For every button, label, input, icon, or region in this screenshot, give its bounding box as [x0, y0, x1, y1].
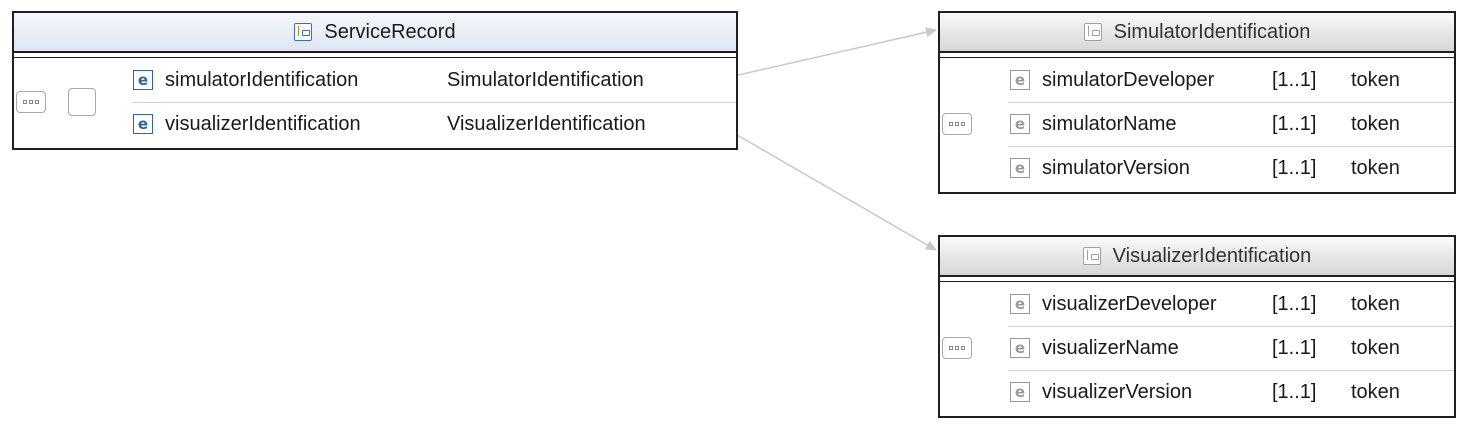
element-icon: e	[133, 114, 153, 134]
element-icon: e	[133, 70, 153, 90]
row-separator	[1008, 326, 1454, 327]
simulator-identification-header[interactable]: SimulatorIdentification	[940, 13, 1454, 53]
element-name: visualizerDeveloper	[1042, 292, 1217, 315]
arrow-visualizer	[724, 127, 937, 251]
row-separator	[1008, 102, 1454, 103]
simulator-identification-title: SimulatorIdentification	[1113, 20, 1311, 43]
choice-compositor-icon[interactable]	[68, 88, 96, 116]
visualizer-identification-header[interactable]: VisualizerIdentification	[940, 237, 1454, 277]
element-icon: e	[1010, 294, 1030, 314]
element-cardinality: [1..1]	[1272, 326, 1316, 370]
sequence-compositor-icon[interactable]	[942, 337, 972, 359]
element-type-label: token	[1351, 156, 1400, 179]
element-type-label: token	[1351, 336, 1400, 359]
element-row[interactable]: e visualizerVersion	[1010, 370, 1192, 414]
element-type-label: token	[1351, 292, 1400, 315]
element-cardinality: [1..1]	[1272, 146, 1316, 190]
complex-type-icon	[1083, 23, 1102, 41]
cardinality-label: [1..1]	[1272, 68, 1317, 91]
element-type-label: SimulatorIdentification	[447, 68, 644, 91]
element-cardinality: [1..1]	[1272, 58, 1316, 102]
element-cardinality: [1..1]	[1272, 282, 1316, 326]
complex-type-icon	[294, 23, 313, 41]
element-type[interactable]: token	[1351, 58, 1400, 102]
element-icon: e	[1010, 382, 1030, 402]
element-name: visualizerIdentification	[165, 112, 361, 135]
element-row[interactable]: e visualizerName	[1010, 326, 1179, 370]
element-icon: e	[1010, 158, 1030, 178]
visualizer-identification-title: VisualizerIdentification	[1112, 244, 1312, 267]
element-row[interactable]: e visualizerIdentification	[133, 102, 361, 146]
header-separator	[940, 53, 1454, 58]
sequence-compositor-icon[interactable]	[942, 113, 972, 135]
cardinality-label: [1..1]	[1272, 292, 1317, 315]
element-type-label: VisualizerIdentification	[447, 112, 646, 135]
element-row[interactable]: e simulatorVersion	[1010, 146, 1190, 190]
element-name: simulatorName	[1042, 112, 1177, 135]
element-name: visualizerVersion	[1042, 380, 1193, 403]
element-row[interactable]: e simulatorName	[1010, 102, 1176, 146]
element-type[interactable]: token	[1351, 282, 1400, 326]
sequence-compositor-icon[interactable]	[16, 91, 46, 113]
element-type-label: token	[1351, 380, 1400, 403]
element-type[interactable]: token	[1351, 370, 1400, 414]
cardinality-label: [1..1]	[1272, 112, 1317, 135]
element-name: simulatorIdentification	[165, 68, 359, 91]
element-icon: e	[1010, 70, 1030, 90]
header-separator	[14, 53, 736, 58]
element-type-label: token	[1351, 68, 1400, 91]
element-icon: e	[1010, 338, 1030, 358]
service-record-header[interactable]: ServiceRecord	[14, 13, 736, 53]
service-record-title: ServiceRecord	[324, 20, 456, 43]
element-cardinality: [1..1]	[1272, 370, 1316, 414]
row-separator	[132, 102, 736, 103]
element-icon: e	[1010, 114, 1030, 134]
element-type[interactable]: token	[1351, 102, 1400, 146]
element-type-label: token	[1351, 112, 1400, 135]
element-row[interactable]: e simulatorIdentification	[133, 58, 358, 102]
row-separator	[1008, 370, 1454, 371]
cardinality-label: [1..1]	[1272, 336, 1317, 359]
element-cardinality: [1..1]	[1272, 102, 1316, 146]
arrow-simulator	[724, 27, 937, 79]
element-row[interactable]: e simulatorDeveloper	[1010, 58, 1214, 102]
element-row[interactable]: e visualizerDeveloper	[1010, 282, 1217, 326]
element-name: visualizerName	[1042, 336, 1179, 359]
cardinality-label: [1..1]	[1272, 156, 1317, 179]
element-type[interactable]: token	[1351, 326, 1400, 370]
element-type[interactable]: SimulatorIdentification	[447, 58, 644, 102]
header-separator	[940, 277, 1454, 282]
complex-type-icon	[1082, 247, 1101, 265]
element-type[interactable]: token	[1351, 146, 1400, 190]
element-name: simulatorDeveloper	[1042, 68, 1215, 91]
element-type[interactable]: VisualizerIdentification	[447, 102, 646, 146]
row-separator	[1008, 146, 1454, 147]
cardinality-label: [1..1]	[1272, 380, 1317, 403]
element-name: simulatorVersion	[1042, 156, 1190, 179]
